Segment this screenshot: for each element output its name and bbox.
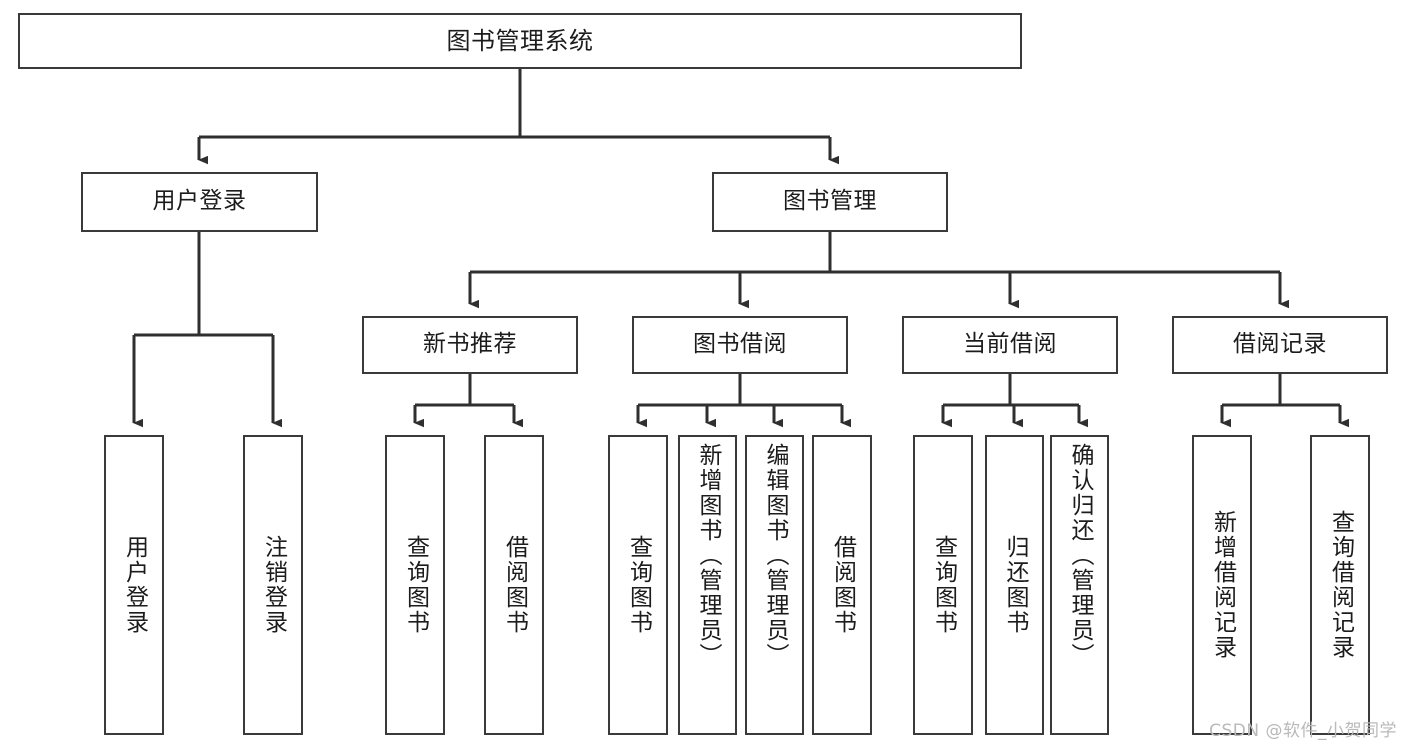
node-leaf-return-books-label: 归还图书 <box>1002 535 1028 635</box>
node-root[interactable]: 图书管理系统 <box>18 13 1022 69</box>
node-book-borrow-label: 图书借阅 <box>693 331 787 358</box>
node-leaf-edit-book-admin-label: 编辑图书（管理员） <box>762 443 788 668</box>
node-leaf-query-books-borrow[interactable]: 查询图书 <box>608 435 668 735</box>
node-leaf-query-books-recommend[interactable]: 查询图书 <box>385 435 445 735</box>
node-current-borrow-label: 当前借阅 <box>963 331 1057 358</box>
node-leaf-query-books-borrow-label: 查询图书 <box>625 535 652 635</box>
node-leaf-query-books-current-label: 查询图书 <box>930 535 957 635</box>
node-leaf-return-books[interactable]: 归还图书 <box>985 435 1044 735</box>
node-leaf-confirm-return-admin-label: 确认归还（管理员） <box>1067 443 1093 668</box>
node-root-label: 图书管理系统 <box>446 26 594 55</box>
node-leaf-user-login-label: 用户登录 <box>121 535 148 635</box>
node-leaf-add-borrow-record-label: 新增借阅记录 <box>1209 510 1236 660</box>
node-leaf-add-borrow-record[interactable]: 新增借阅记录 <box>1192 435 1252 735</box>
node-leaf-confirm-return-admin[interactable]: 确认归还（管理员） <box>1050 435 1109 735</box>
node-leaf-user-login[interactable]: 用户登录 <box>104 435 164 735</box>
node-leaf-query-borrow-record-label: 查询借阅记录 <box>1327 510 1354 660</box>
node-leaf-add-book-admin[interactable]: 新增图书（管理员） <box>678 435 737 735</box>
node-leaf-logout-login-label: 注销登录 <box>260 535 287 635</box>
node-leaf-edit-book-admin[interactable]: 编辑图书（管理员） <box>745 435 804 735</box>
node-new-book-recommend-label: 新书推荐 <box>423 331 517 358</box>
node-current-borrow[interactable]: 当前借阅 <box>902 316 1118 374</box>
node-leaf-logout-login[interactable]: 注销登录 <box>243 435 303 735</box>
node-leaf-borrow-books-recommend-label: 借阅图书 <box>501 535 528 635</box>
node-leaf-borrow-books-borrow-label: 借阅图书 <box>829 535 856 635</box>
node-borrow-records-label: 借阅记录 <box>1233 331 1327 358</box>
node-book-management[interactable]: 图书管理 <box>712 172 948 232</box>
node-new-book-recommend[interactable]: 新书推荐 <box>362 316 578 374</box>
csdn-watermark: CSDN @软件_小贺同学 <box>1209 721 1397 741</box>
node-leaf-add-book-admin-label: 新增图书（管理员） <box>695 443 721 668</box>
node-leaf-query-borrow-record[interactable]: 查询借阅记录 <box>1310 435 1370 735</box>
node-borrow-records[interactable]: 借阅记录 <box>1172 316 1388 374</box>
node-book-borrow[interactable]: 图书借阅 <box>632 316 848 374</box>
node-user-login[interactable]: 用户登录 <box>81 172 318 232</box>
node-leaf-borrow-books-recommend[interactable]: 借阅图书 <box>484 435 544 735</box>
node-leaf-query-books-recommend-label: 查询图书 <box>402 535 429 635</box>
node-leaf-query-books-current[interactable]: 查询图书 <box>913 435 973 735</box>
node-user-login-label: 用户登录 <box>152 188 247 215</box>
node-leaf-borrow-books-borrow[interactable]: 借阅图书 <box>812 435 872 735</box>
node-book-management-label: 图书管理 <box>783 188 877 215</box>
